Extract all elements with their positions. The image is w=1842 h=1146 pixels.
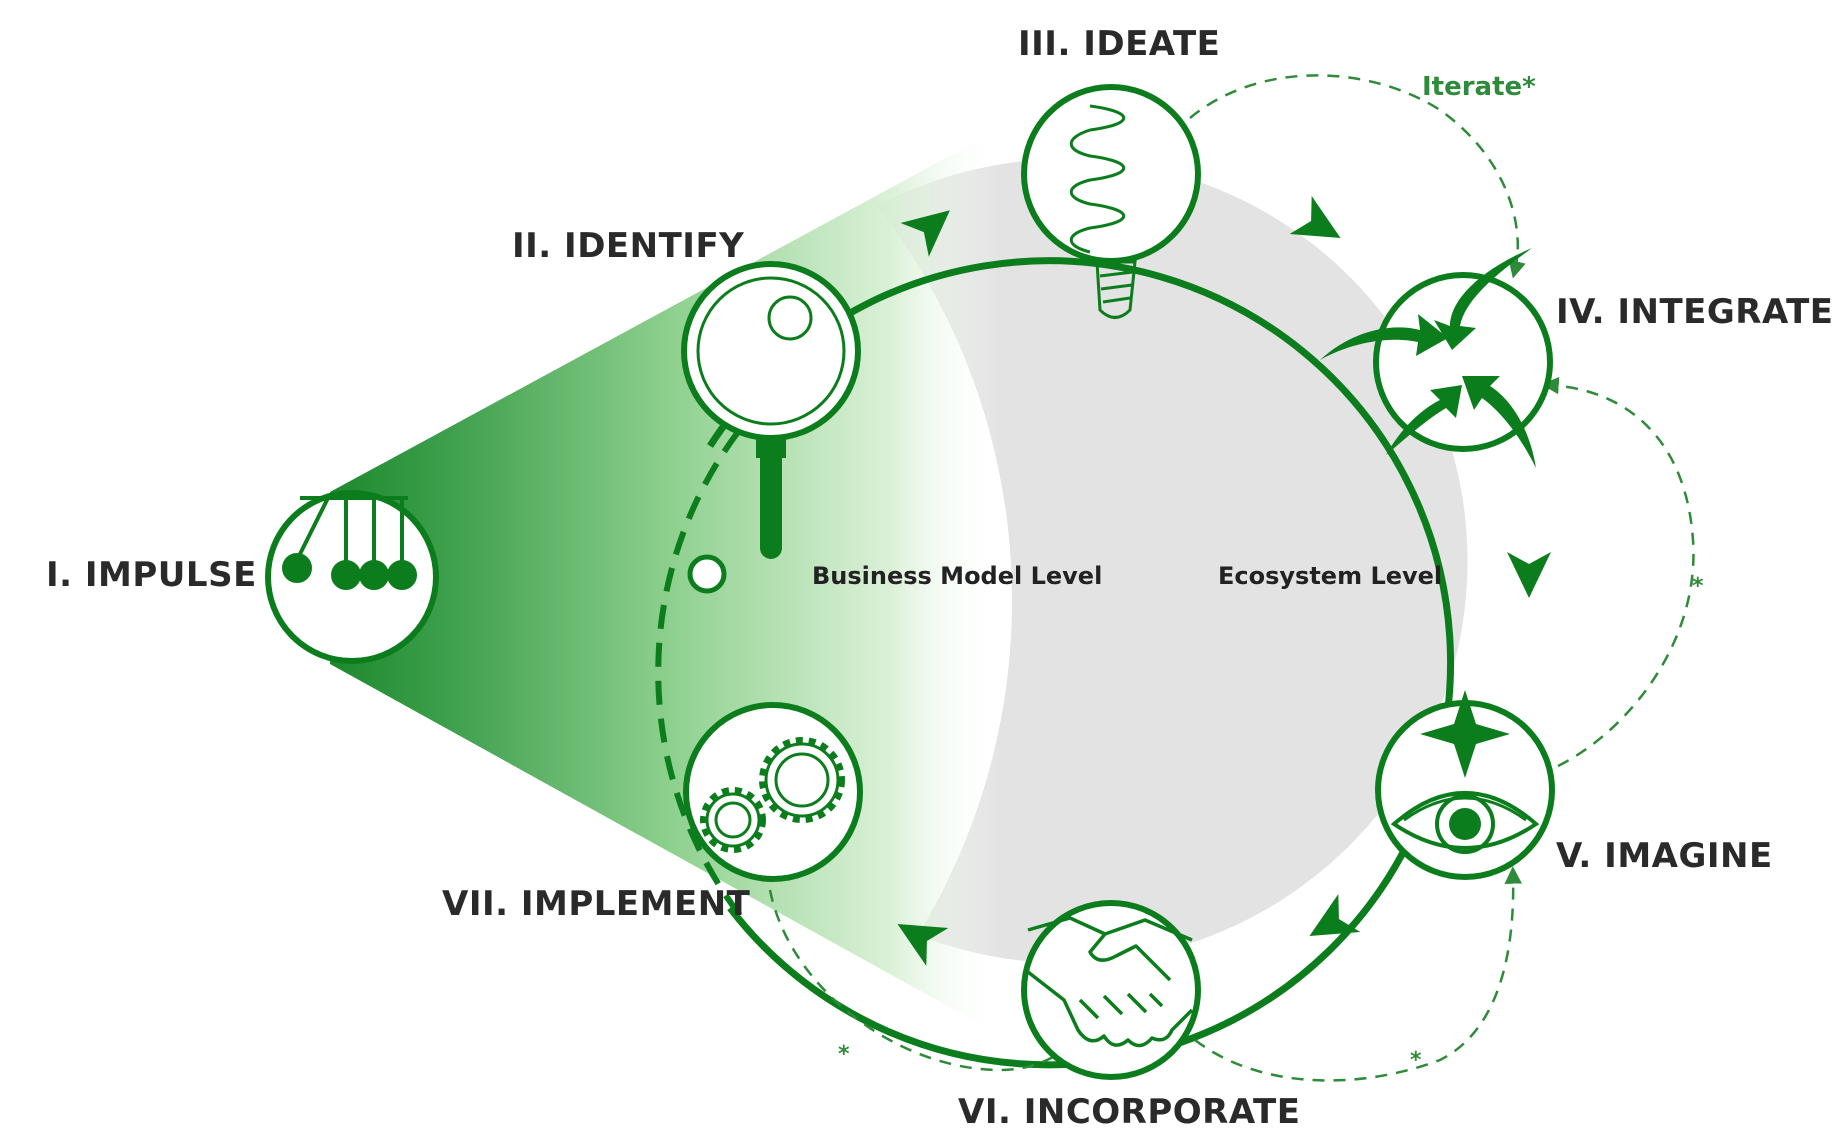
phase-label-implement: VII. IMPLEMENT: [442, 884, 751, 924]
level-label-ecosystem: Ecosystem Level: [1218, 562, 1443, 590]
cycle-arrow-4: [1309, 893, 1361, 936]
ecosystem-region: [877, 159, 1468, 964]
phase-label-identify: II. IDENTIFY: [512, 226, 745, 266]
node-incorporate: [1021, 900, 1201, 1080]
newtons-cradle-icon: [282, 496, 417, 590]
node-ideate: [1021, 84, 1201, 264]
cycle-arrow-5: [897, 924, 949, 967]
phase-label-impulse: I. IMPULSE: [46, 555, 257, 595]
junction-node: [687, 554, 727, 594]
iterate-star-bottom-right: *: [1410, 1048, 1422, 1073]
converging-arrows-icon: [1320, 248, 1536, 468]
cycle-arrow-2: [1289, 195, 1341, 238]
iterate-star-bottom-left: *: [838, 1042, 850, 1067]
phase-label-ideate: III. IDEATE: [1018, 24, 1221, 64]
phase-label-incorporate: VI. INCORPORATE: [958, 1092, 1301, 1132]
node-implement: [683, 702, 863, 882]
cycle-arrow-3: [1507, 552, 1551, 598]
iterate-star-right: *: [1692, 574, 1704, 599]
handshake-icon: [1026, 916, 1194, 1048]
lightbulb-icon: [1069, 104, 1137, 319]
iterate-loop-incorporate-imagine: [1194, 866, 1522, 1082]
eye-star-icon: [1390, 690, 1540, 854]
cycle-arc-dashed: [655, 430, 745, 920]
node-identify: [681, 261, 861, 441]
magnifier-icon: [696, 276, 846, 559]
iterate-label: Iterate*: [1422, 72, 1536, 102]
iterate-loop-implement-incorporate: [768, 889, 1072, 1072]
cycle-arc-solid: [707, 257, 1455, 1069]
iterate-loop-ideate-integrate: [1189, 74, 1526, 279]
level-label-business-model: Business Model Level: [812, 562, 1103, 590]
cycle-arrows: [897, 195, 1551, 967]
iterate-loops: [768, 74, 1695, 1082]
phase-label-imagine: V. IMAGINE: [1556, 836, 1773, 876]
iterate-loop-integrate-imagine: [1541, 376, 1695, 768]
gears-icon: [700, 737, 845, 853]
cycle-arrow-1: [900, 210, 950, 257]
phase-label-integrate: IV. INTEGRATE: [1556, 292, 1834, 332]
